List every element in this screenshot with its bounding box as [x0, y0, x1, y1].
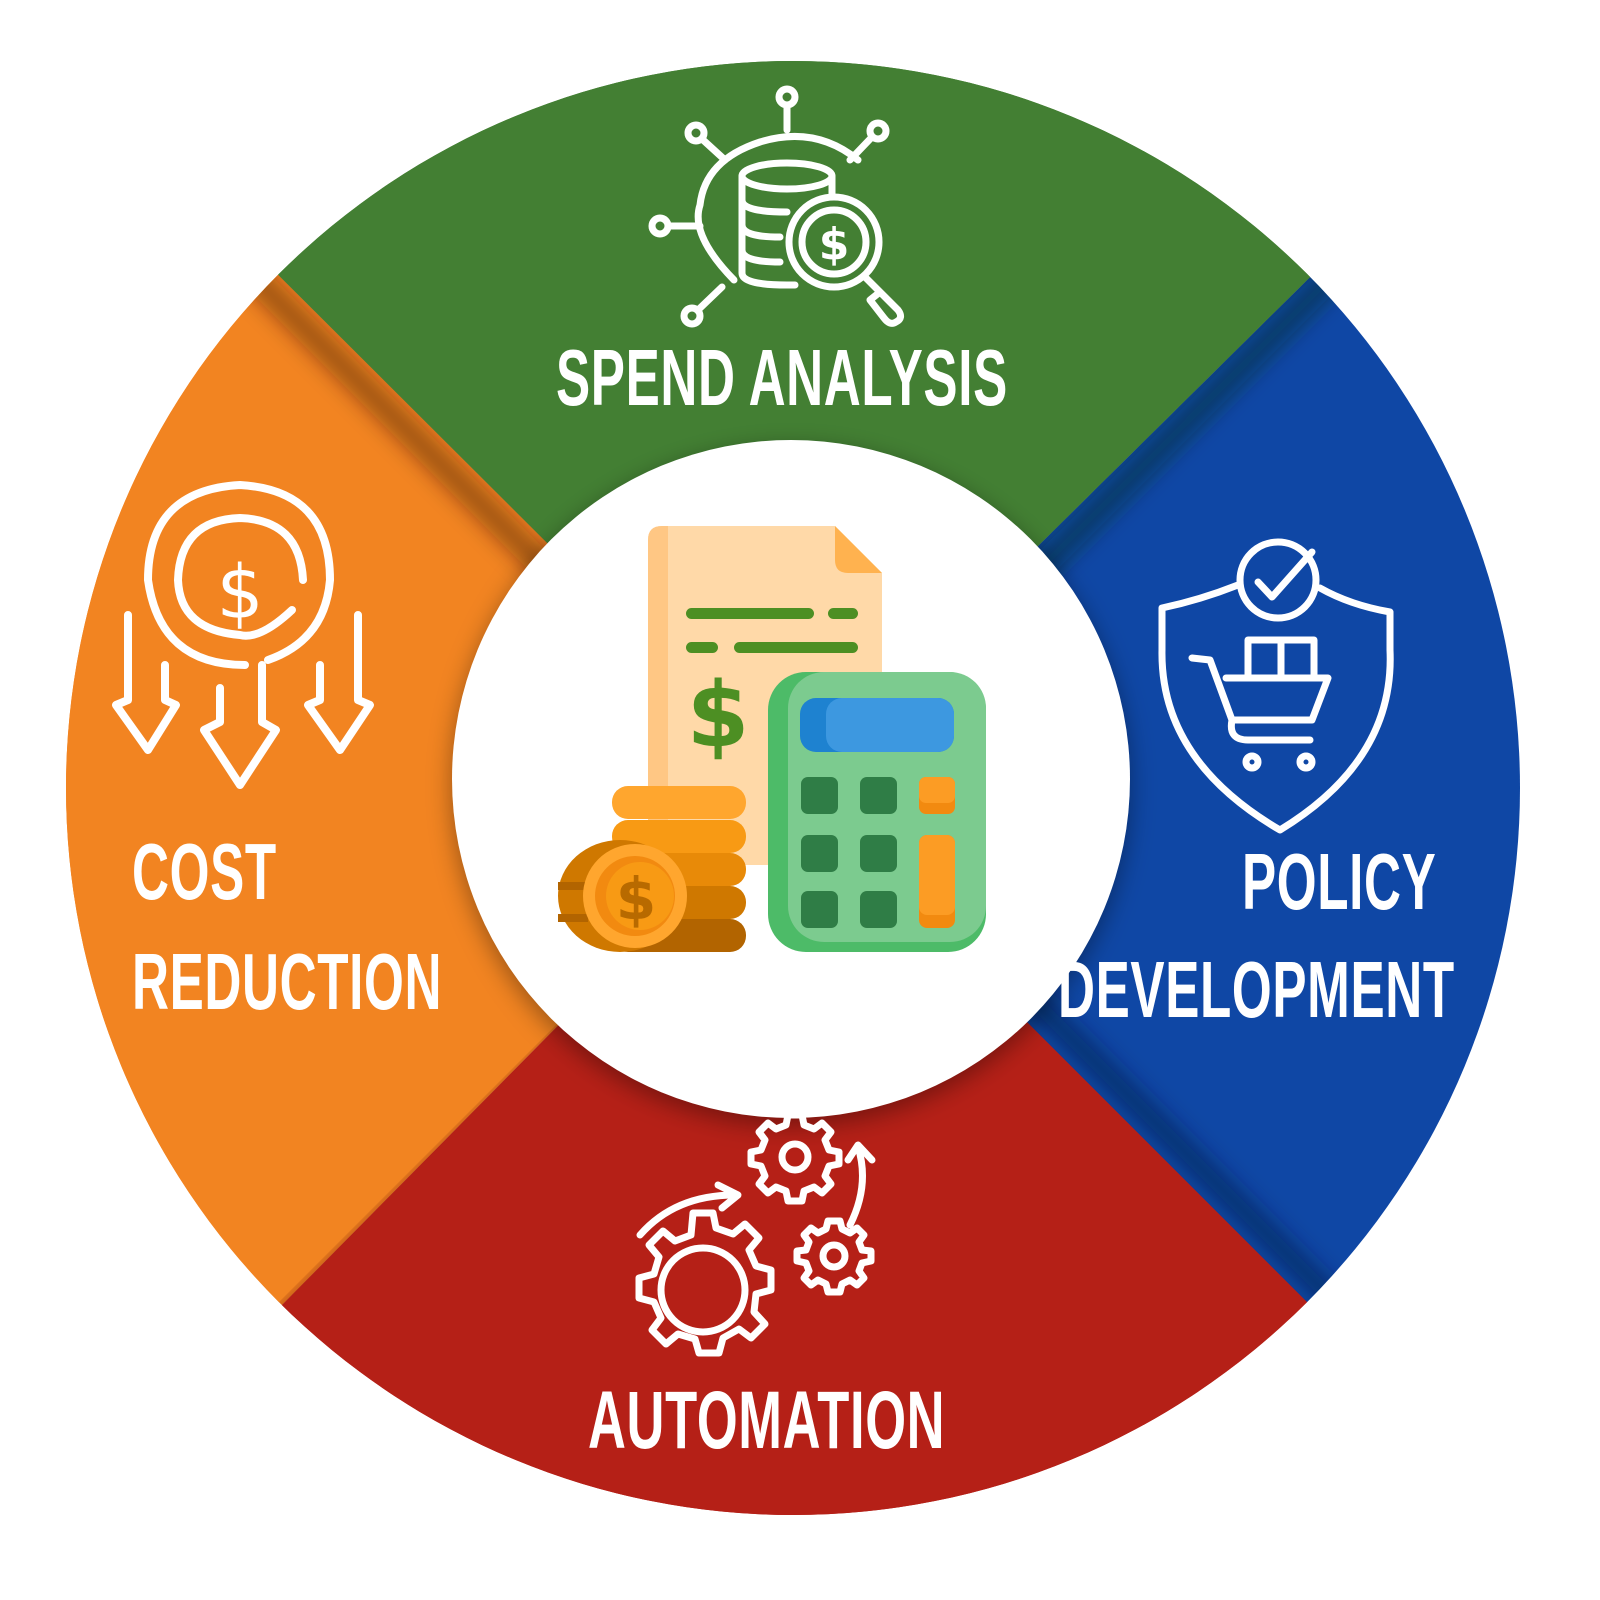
svg-text:$: $ — [819, 219, 850, 270]
segment-label-cost-line1: COST — [132, 827, 277, 916]
svg-text:$: $ — [216, 550, 263, 636]
segment-label-policy-line2: DEVELOPMENT — [1058, 945, 1455, 1034]
dollar-coin-down-arrows-icon: $ — [112, 481, 374, 789]
segment-label-cost-line2: REDUCTION — [132, 937, 443, 1026]
svg-text:$: $ — [616, 865, 656, 933]
segment-label-spend-analysis: SPEND ANALYSIS — [556, 333, 1008, 422]
invoice-calculator-coins-icon: $ $ — [558, 526, 986, 952]
segment-label-policy-line1: POLICY — [1242, 837, 1437, 926]
svg-text:$: $ — [687, 663, 750, 768]
database-magnifier-dollar-network-icon: $ — [648, 85, 905, 328]
gears-arrows-icon — [635, 1111, 876, 1357]
segment-label-automation: AUTOMATION — [588, 1375, 946, 1466]
shield-shopping-cart-check-icon — [1158, 538, 1394, 834]
